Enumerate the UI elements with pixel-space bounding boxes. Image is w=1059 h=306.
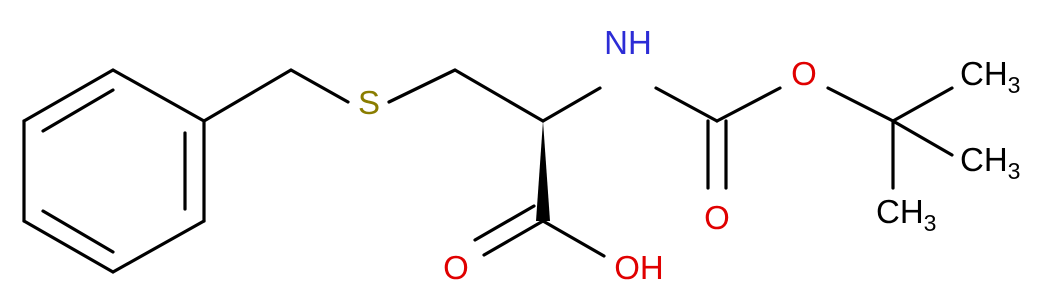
ch2-s-bond (289, 68, 350, 104)
stereo-wedge-bond (536, 121, 550, 221)
ring-bond-3 (22, 219, 115, 274)
benzyl-bond (202, 68, 293, 123)
acid-double-bond-a (482, 219, 545, 257)
o-ester-quatc-bond (826, 86, 895, 123)
quatc-methyl-middle-bond (891, 119, 954, 157)
ring-inner-bond-3 (41, 88, 115, 133)
ring-bond-2 (111, 219, 206, 274)
ester-oxygen-label: O (791, 55, 817, 92)
methyl-top-label: CH3 (960, 55, 1020, 98)
ring-bond-5 (22, 68, 115, 123)
methyl-bottom-label: CH3 (876, 193, 936, 236)
carbonyl-o-ester-bond (715, 86, 782, 123)
quatc-methyl-top-bond (891, 86, 954, 123)
nitrogen-atom-label: NH (604, 24, 652, 61)
acid-hydroxyl-label: OH (614, 249, 664, 286)
methyl-middle-label: CH3 (960, 141, 1020, 184)
ch2-calpha-bond (453, 68, 545, 123)
carbamate-oxygen-label: O (704, 199, 730, 236)
s-ch2-bond (387, 68, 457, 104)
calpha-nh-bond (541, 86, 602, 123)
acid-oh-bond (541, 219, 606, 258)
ring-bond-6 (111, 68, 206, 123)
sulfur-atom-label: S (358, 84, 380, 121)
nh-carbonyl-bond (654, 86, 719, 123)
acid-carbonyl-oxygen-label: O (443, 249, 469, 286)
benzene-ring (22, 68, 206, 274)
acid-double-bond-b (473, 204, 536, 242)
ring-inner-bond-2 (41, 209, 115, 254)
